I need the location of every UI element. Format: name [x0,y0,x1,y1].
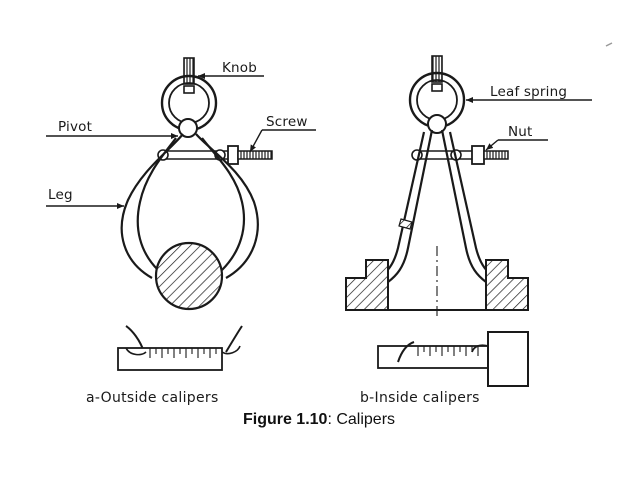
outside-workpiece [154,241,224,311]
nut-label: Nut [508,124,533,140]
inside-nut [471,145,509,165]
screw-label: Screw [266,114,308,130]
outside-pivot [178,118,198,138]
knob-label: Knob [222,60,257,76]
outside-leaders [46,73,316,209]
outside-legs [120,133,259,279]
leg-label: Leg [48,187,73,203]
figure-caption-separator: : [327,411,337,428]
stray-mark [605,42,613,47]
inside-knob [431,55,443,83]
figure-number: Figure 1.10 [242,411,328,428]
inside-scale-check [377,331,529,387]
outside-screw [227,145,273,165]
outside-calipers-caption: a-Outside calipers [86,390,219,406]
inside-calipers-caption: b-Inside calipers [360,390,480,406]
pivot-label: Pivot [58,119,92,135]
figure-caption-text: Calipers [336,411,396,428]
inside-leaders [466,97,592,151]
outside-scale-check [117,325,243,371]
inside-pivot [427,114,447,134]
inside-calipers [345,55,592,387]
inside-crossbar [411,149,474,161]
figure-caption: Figure 1.10: Calipers [0,411,638,429]
inside-workpiece [345,246,529,316]
outside-knob [183,57,195,85]
outside-calipers [46,57,316,371]
leaf-spring-label: Leaf spring [490,84,567,100]
